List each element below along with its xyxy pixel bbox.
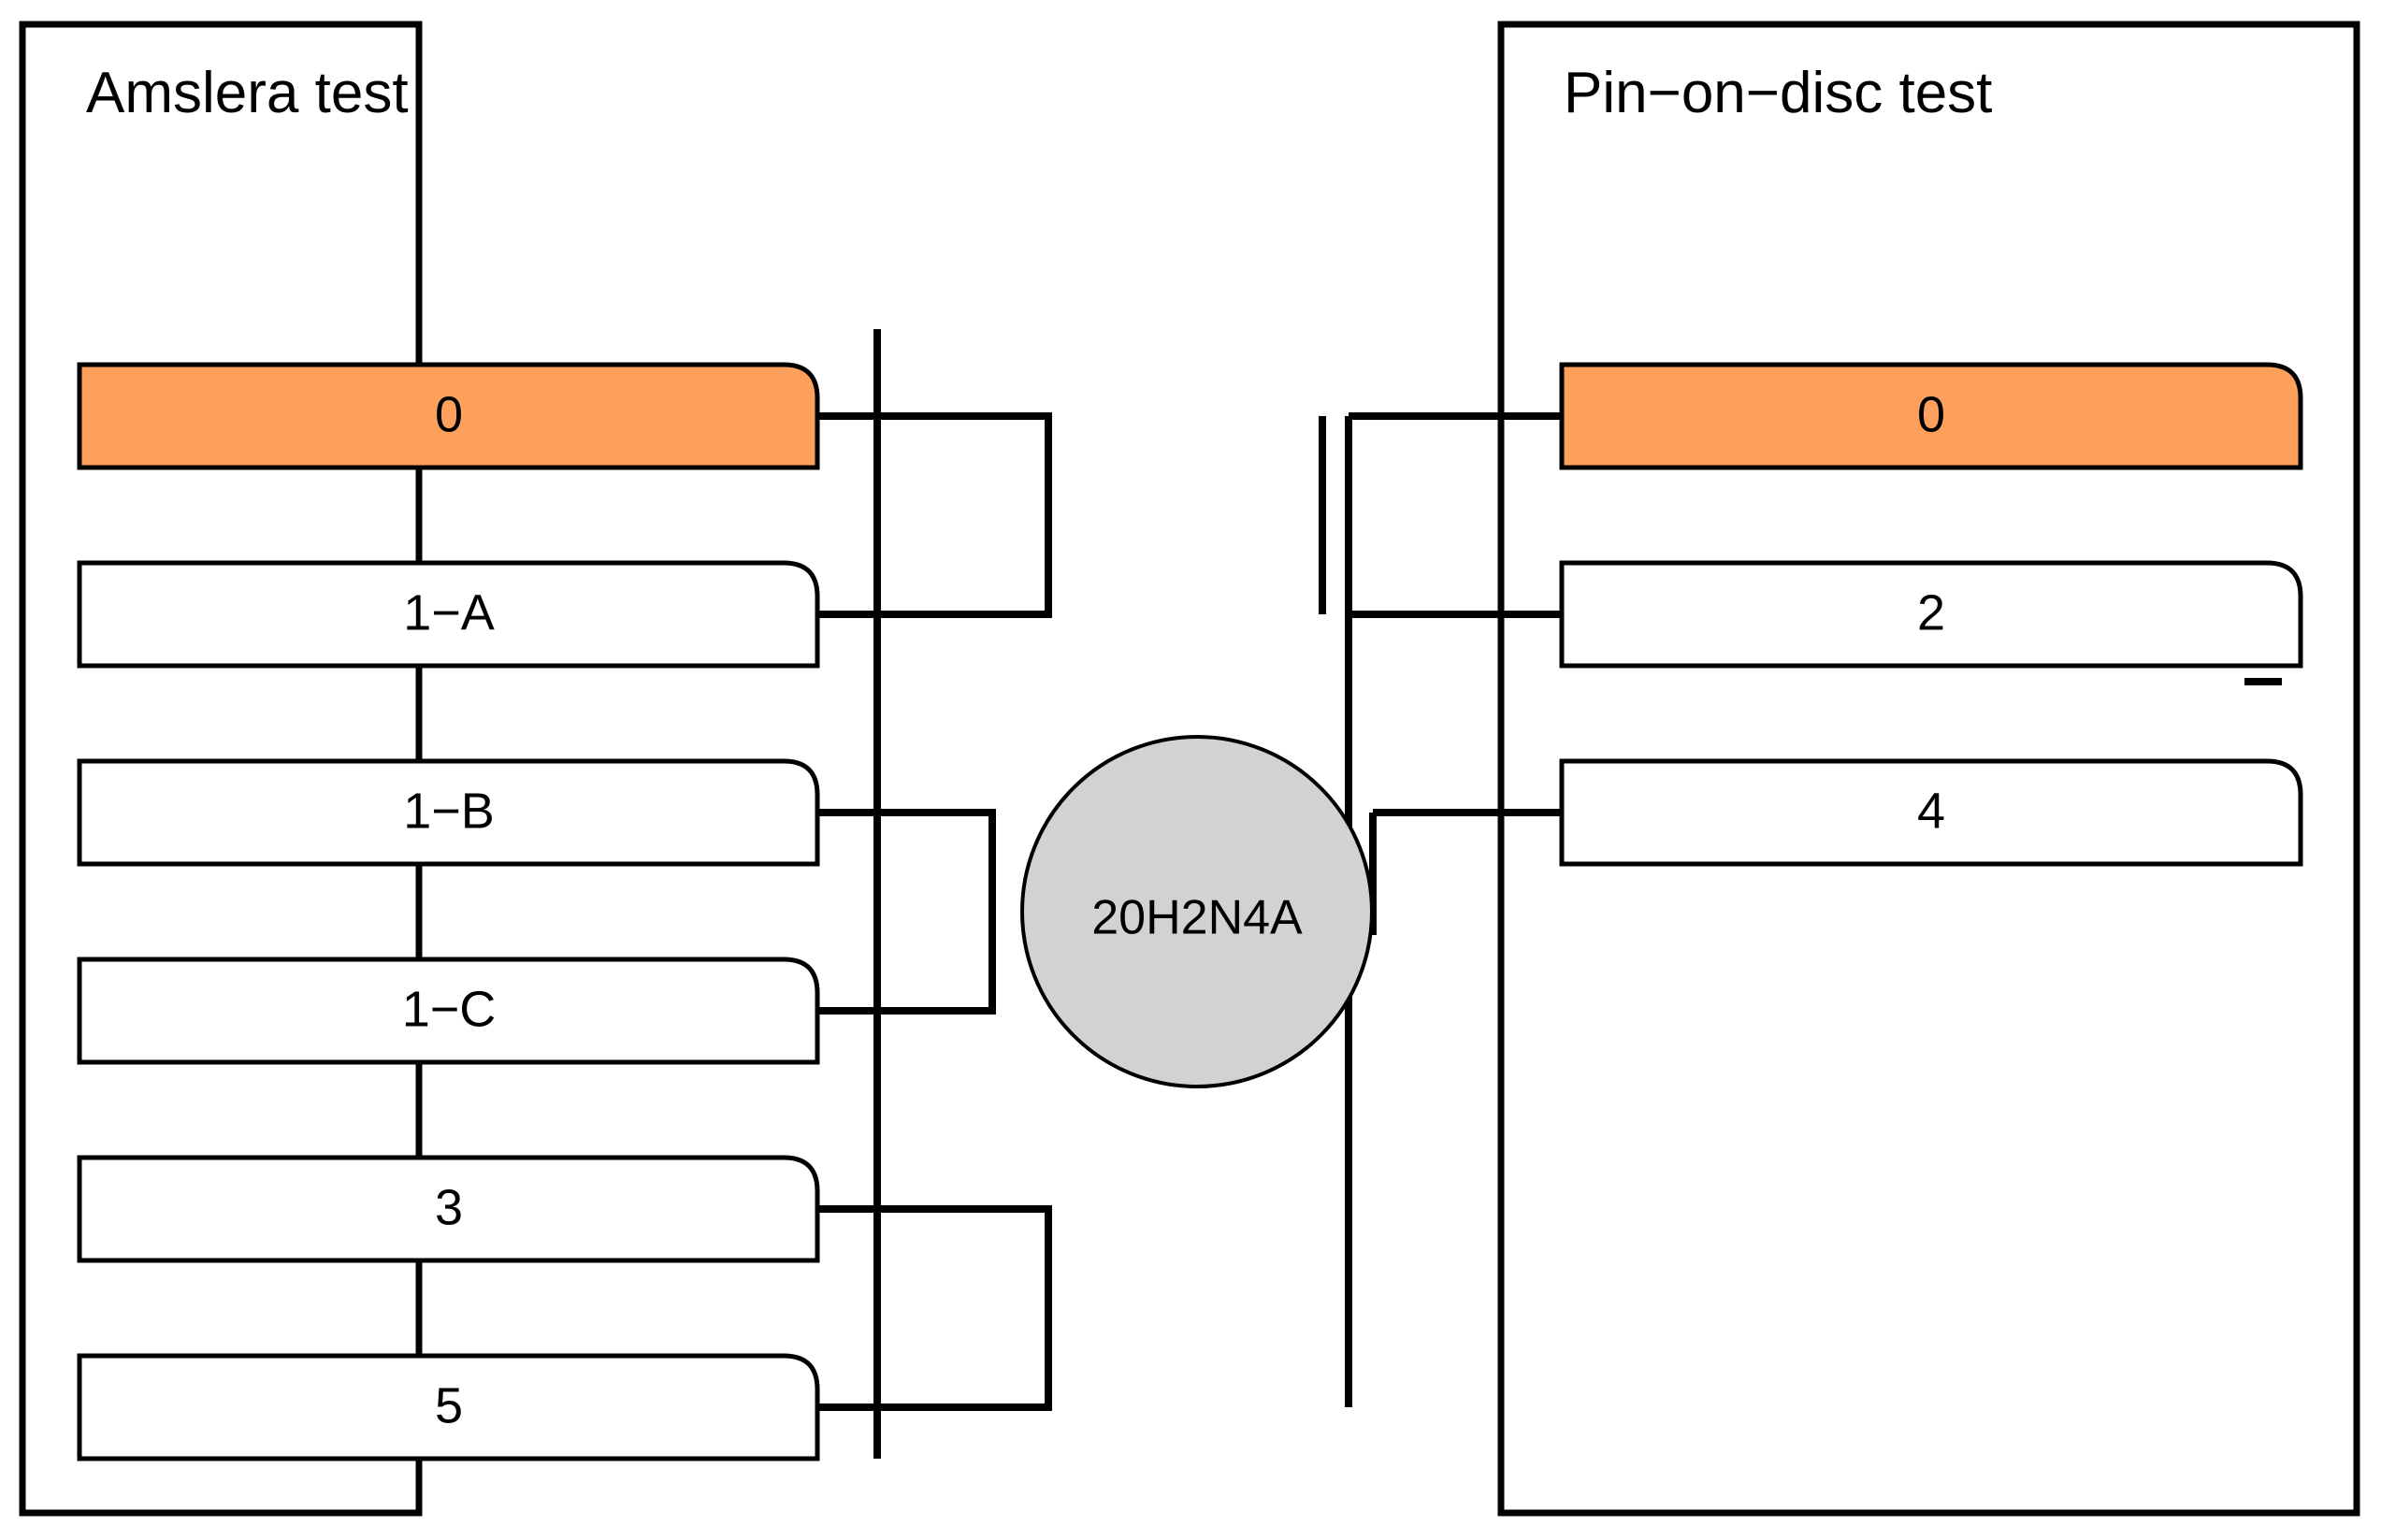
left-node-5-label: 5 — [435, 1377, 463, 1433]
connector-network-left — [815, 329, 1052, 1459]
left-node-5[interactable]: 5 — [77, 1353, 820, 1461]
right-panel: Pin−on−disc test 0 2 4 — [1497, 21, 2360, 1517]
left-panel: Amslera test 0 1−A 1−B 1−C 3 5 — [19, 21, 820, 1517]
left-panel-title: Amslera test — [86, 61, 409, 125]
left-node-1c-label: 1−C — [402, 981, 497, 1037]
hub-label: 20H2N4A — [1091, 891, 1303, 945]
right-node-0[interactable]: 0 — [1559, 362, 2303, 470]
left-node-1b-shape[interactable] — [77, 758, 820, 867]
right-node-2-shape[interactable] — [1559, 560, 2303, 669]
left-node-1a-shape[interactable] — [77, 560, 820, 669]
right-panel-frame — [1497, 21, 2360, 1517]
left-node-5-shape[interactable] — [77, 1353, 820, 1461]
left-node-0-shape[interactable] — [77, 362, 820, 470]
left-node-1b-label: 1−B — [403, 783, 495, 839]
hub-circle[interactable] — [1020, 735, 1374, 1088]
right-panel-title: Pin−on−disc test — [1564, 61, 1992, 125]
left-node-0-label: 0 — [435, 386, 463, 442]
left-node-1b[interactable]: 1−B — [77, 758, 820, 867]
right-node-4-shape[interactable] — [1559, 758, 2303, 867]
right-node-0-shape[interactable] — [1559, 362, 2303, 470]
left-node-1a[interactable]: 1−A — [77, 560, 820, 669]
right-node-2-label: 2 — [1917, 584, 1945, 640]
right-node-2[interactable]: 2 — [1559, 560, 2303, 669]
left-node-3-label: 3 — [435, 1179, 463, 1235]
left-node-1a-label: 1−A — [403, 584, 495, 640]
left-node-1c-shape[interactable] — [77, 957, 820, 1065]
left-node-1c[interactable]: 1−C — [77, 957, 820, 1065]
right-node-4[interactable]: 4 — [1559, 758, 2303, 867]
right-node-0-label: 0 — [1917, 386, 1945, 442]
hub-node[interactable]: 20H2N4A — [1020, 735, 1374, 1088]
left-node-0[interactable]: 0 — [77, 362, 820, 470]
right-node-4-label: 4 — [1917, 783, 1945, 839]
left-node-3-shape[interactable] — [77, 1155, 820, 1263]
left-node-3[interactable]: 3 — [77, 1155, 820, 1263]
